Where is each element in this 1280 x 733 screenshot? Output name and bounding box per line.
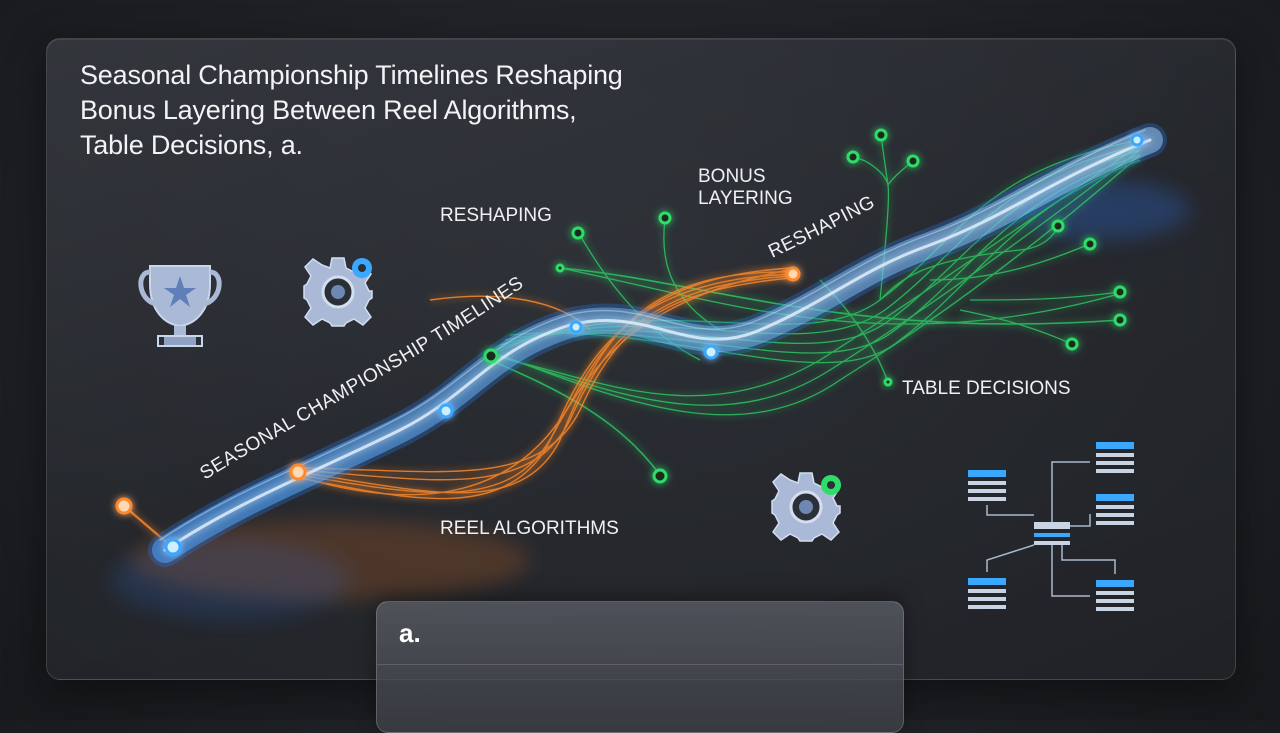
bottom-card-text: a.: [399, 618, 421, 648]
node: [571, 226, 585, 240]
title-line-2: Bonus Layering Between Reel Algorithms,: [80, 95, 577, 125]
flow-block: [968, 470, 1006, 501]
node: [164, 538, 182, 556]
trophy-icon: [138, 265, 222, 347]
node: [785, 266, 801, 282]
node: [874, 128, 888, 142]
title-line-3: Table Decisions, a.: [80, 130, 303, 160]
flow-block: [1096, 580, 1134, 611]
node: [703, 344, 719, 360]
node: [438, 403, 454, 419]
flow-block: [1096, 494, 1134, 525]
node: [883, 377, 893, 387]
node: [906, 154, 920, 168]
node: [1130, 133, 1144, 147]
node: [555, 263, 565, 273]
node: [1083, 237, 1097, 251]
node: [289, 463, 307, 481]
label-layering: LAYERING: [698, 188, 793, 209]
label-table-decisions: TABLE DECISIONS: [902, 378, 1071, 399]
bottom-card-divider: [377, 664, 903, 665]
orange-nodes: [115, 266, 801, 515]
node: [1113, 313, 1127, 327]
label-bonus: BONUS: [698, 166, 766, 187]
gear-icon: [303, 257, 373, 327]
label-reshaping-upper: RESHAPING: [440, 205, 552, 226]
green-nodes: [483, 128, 1127, 484]
node: [115, 497, 133, 515]
flow-block: [968, 578, 1006, 609]
timeline-tube: [148, 123, 1167, 567]
node: [846, 150, 860, 164]
page-title: Seasonal Championship Timelines Reshapin…: [80, 58, 780, 163]
orange-flow-lines: [123, 267, 793, 548]
node: [658, 211, 672, 225]
flowchart-icon: [968, 442, 1134, 611]
node: [652, 468, 668, 484]
node: [1113, 285, 1127, 299]
bottom-card: a.: [376, 601, 904, 733]
node: [1051, 219, 1065, 233]
node: [1065, 337, 1079, 351]
flow-block: [1034, 522, 1070, 545]
blue-nodes: [164, 133, 1144, 556]
gear-icon: [771, 472, 841, 542]
node: [569, 320, 583, 334]
label-reel-algorithms: REEL ALGORITHMS: [440, 518, 619, 539]
flow-block: [1096, 442, 1134, 473]
title-line-1: Seasonal Championship Timelines Reshapin…: [80, 60, 623, 90]
node: [483, 348, 499, 364]
